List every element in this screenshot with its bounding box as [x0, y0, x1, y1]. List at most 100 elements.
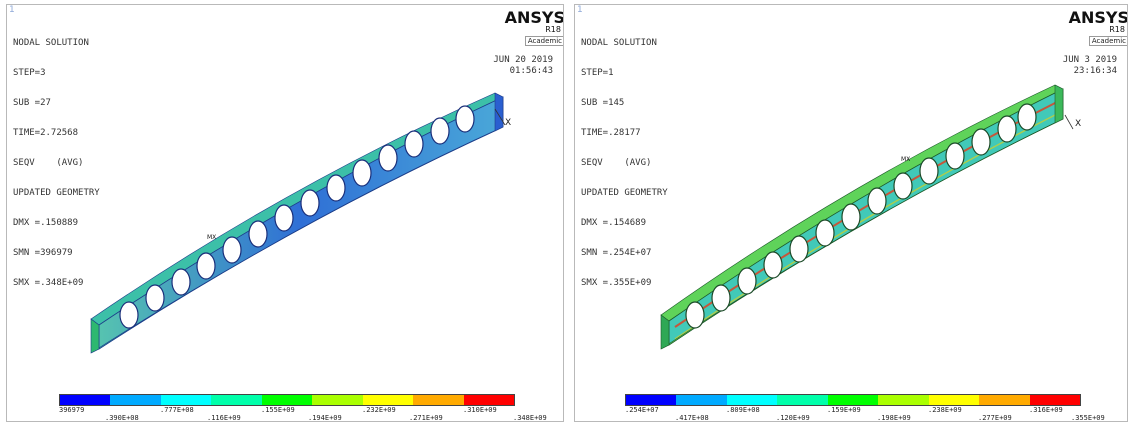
beam-contour-plot	[660, 84, 1074, 350]
legend-swatch	[211, 395, 262, 405]
legend-label: .159E+09	[827, 406, 861, 414]
legend-label: .348E+09	[513, 414, 547, 422]
web-hole	[196, 252, 216, 280]
legend-swatch	[827, 395, 879, 405]
web-hole	[815, 219, 835, 247]
web-hole	[274, 204, 294, 232]
web-hole	[711, 284, 731, 312]
ansys-logo: ANSYS	[1068, 8, 1128, 27]
web-hole	[378, 144, 398, 172]
academic-badge: Academic	[1088, 36, 1127, 46]
legend-label: .198E+09	[877, 414, 911, 422]
plot-window-left: 1 NODAL SOLUTION STEP=3 SUB =27 TIME=2.7…	[6, 4, 564, 422]
web-hole	[455, 105, 475, 133]
legend-swatch	[413, 395, 464, 405]
legend-label: .316E+09	[1029, 406, 1063, 414]
legend-swatch	[878, 395, 929, 405]
legend-label: .254E+07	[625, 406, 659, 414]
info-smn: SMN =.254E+07	[581, 248, 652, 258]
timestamp-date: JUN 3 2019	[1062, 55, 1117, 65]
web-hole	[119, 301, 139, 329]
web-hole	[997, 115, 1017, 143]
web-hole	[789, 235, 809, 263]
beam-bottom-flange	[660, 118, 1064, 350]
web-hole	[326, 174, 346, 202]
legend-swatch	[261, 395, 313, 405]
info-smx: SMX =.348E+09	[13, 278, 84, 288]
legend-label: .116E+09	[207, 414, 241, 422]
web-hole	[1017, 103, 1037, 131]
legend-swatch	[1029, 395, 1080, 405]
web-hole	[352, 159, 372, 187]
info-step: STEP=1	[581, 68, 614, 78]
info-step: STEP=3	[13, 68, 46, 78]
info-dmx: DMX =.150889	[13, 218, 79, 228]
beam-contour-plot	[90, 92, 506, 354]
axis-triad-line	[494, 108, 506, 126]
timestamp: JUN 20 2019 01:56:43	[493, 55, 553, 77]
legend-swatch	[676, 395, 727, 405]
window-number: 1	[9, 5, 15, 15]
x-axis-label: X	[505, 118, 512, 128]
legend-swatch	[312, 395, 363, 405]
academic-badge: Academic	[524, 36, 563, 46]
axis-triad-line	[1064, 114, 1074, 130]
legend-swatch	[726, 395, 778, 405]
contour-legend-bar	[625, 394, 1081, 406]
web-hole	[145, 284, 165, 312]
legend-label: .238E+09	[928, 406, 962, 414]
web-hole	[763, 251, 783, 279]
plot-window-right: 1 NODAL SOLUTION STEP=1 SUB =145 TIME=.2…	[574, 4, 1128, 422]
legend-label: .194E+09	[308, 414, 342, 422]
info-sub: SUB =27	[13, 98, 51, 108]
web-hole	[919, 157, 939, 185]
beam-end-plate	[660, 314, 670, 350]
legend-swatch	[160, 395, 212, 405]
x-axis-label: X	[1075, 119, 1082, 129]
info-smx: SMX =.355E+09	[581, 278, 652, 288]
web-hole	[430, 117, 450, 145]
timestamp-time: 01:56:43	[509, 66, 553, 76]
release-label: R18	[545, 25, 561, 34]
web-hole	[867, 187, 887, 215]
web-hole	[893, 172, 913, 200]
legend-label: .355E+09	[1071, 414, 1105, 422]
legend-label: .232E+09	[362, 406, 396, 414]
web-hole	[300, 189, 320, 217]
web-hole	[248, 220, 268, 248]
legend-swatch	[928, 395, 980, 405]
legend-label: .120E+09	[776, 414, 810, 422]
info-geometry: UPDATED GEOMETRY	[13, 188, 100, 198]
legend-swatch	[777, 395, 828, 405]
info-seqv: SEQV (AVG)	[13, 158, 84, 168]
legend-label: .777E+08	[160, 406, 194, 414]
web-hole	[222, 236, 242, 264]
timestamp-date: JUN 20 2019	[493, 55, 553, 65]
release-label: R18	[1109, 25, 1125, 34]
info-sub: SUB =145	[581, 98, 625, 108]
contour-legend-bar	[59, 394, 515, 406]
legend-label: .809E+08	[726, 406, 760, 414]
info-dmx: DMX =.154689	[581, 218, 647, 228]
info-title: NODAL SOLUTION	[581, 38, 657, 48]
beam-bottom-flange	[90, 126, 504, 354]
legend-label: .310E+09	[463, 406, 497, 414]
max-marker: MX	[207, 234, 217, 241]
window-number: 1	[577, 5, 583, 15]
web-hole	[841, 203, 861, 231]
legend-label: .390E+08	[105, 414, 139, 422]
info-smn: SMN =396979	[13, 248, 73, 258]
max-marker: MX	[901, 156, 911, 163]
info-time: TIME=2.72568	[13, 128, 79, 138]
web-hole	[685, 301, 705, 329]
web-hole	[945, 142, 965, 170]
web-hole	[971, 128, 991, 156]
legend-swatch	[979, 395, 1030, 405]
timestamp: JUN 3 2019 23:16:34	[1063, 55, 1117, 77]
timestamp-time: 23:16:34	[1073, 66, 1117, 76]
legend-swatch	[60, 395, 111, 405]
beam-end-plate-right	[494, 92, 504, 132]
legend-swatch	[110, 395, 161, 405]
legend-swatch	[626, 395, 677, 405]
beam-end-plate-right	[1054, 84, 1064, 124]
